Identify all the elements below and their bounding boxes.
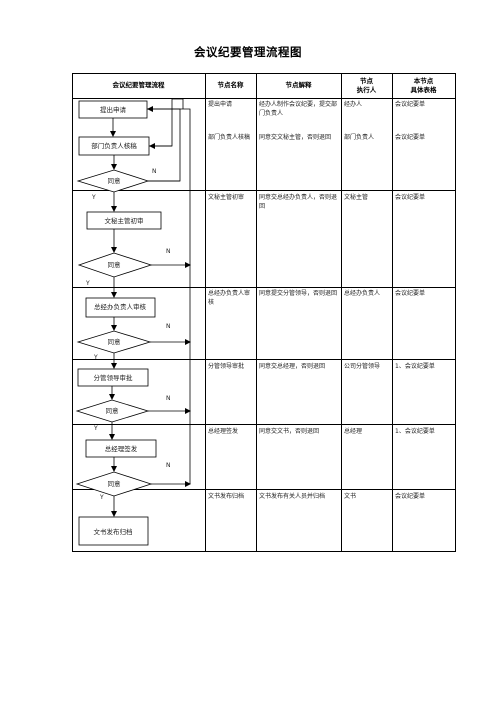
yes-label-3: Y (93, 354, 98, 361)
yes-label-1: Y (91, 194, 96, 201)
column-divider (205, 73, 206, 551)
table-border-left (72, 73, 73, 551)
header-executor-line2: 执行人 (356, 85, 377, 94)
row5-form: 1、会议纪要单 (395, 363, 435, 370)
row1-desc: 经办人制作会议纪要，提交部门负责人 (259, 101, 338, 117)
yes-label-2: Y (85, 280, 90, 287)
table-border-bottom (72, 551, 456, 552)
flow-box-publish (78, 516, 149, 546)
row-divider (72, 359, 456, 360)
flow-box-leader-approve (77, 368, 149, 387)
header-flow: 会议纪要管理流程 (112, 81, 165, 89)
header-executor-line1: 节点 (360, 76, 373, 85)
flow-label-publish: 文书发布归档 (94, 527, 133, 536)
row-divider (72, 287, 456, 288)
row1-node: 提出申请 (208, 101, 233, 108)
row2-node: 部门负责人核稿 (208, 134, 251, 141)
row3-form: 会议纪要单 (395, 194, 426, 201)
row7-executor: 文书 (344, 493, 357, 500)
row2-desc: 同意交文秘主管，否则退回 (259, 134, 332, 141)
row4-executor: 总经办负责人 (344, 290, 381, 297)
decision-label-4: 同意 (106, 406, 120, 415)
decision-label-1: 同意 (108, 176, 122, 185)
row2-form: 会议纪要单 (395, 134, 426, 141)
row-divider (72, 424, 456, 425)
row5-executor: 公司分管领导 (344, 363, 381, 370)
column-divider (392, 73, 393, 551)
decision-label-5: 同意 (108, 479, 122, 488)
row2-executor: 部门负责人 (344, 134, 375, 141)
row7-form: 会议纪要单 (395, 493, 426, 500)
row3-desc: 同意交总经办负责人，否则退回 (259, 194, 338, 210)
header-node-desc: 节点解释 (285, 81, 312, 89)
page-title: 会议纪要管理流程图 (194, 45, 302, 59)
flow-box-gm-sign (85, 439, 157, 458)
row7-desc: 文书发布有关人员并归档 (259, 493, 326, 500)
row4-node: 总经办负责人审核 (208, 290, 251, 306)
no-label-3: N (166, 323, 171, 330)
table-border-right (455, 73, 456, 551)
no-label-1: N (152, 168, 157, 175)
yes-label-4: Y (93, 425, 98, 432)
no-label-4: N (166, 395, 171, 402)
row5-node: 分管领导审批 (208, 363, 245, 370)
row-divider (72, 190, 456, 191)
header-divider (72, 98, 456, 99)
column-divider (256, 73, 257, 551)
header-form-line1: 本节点 (413, 76, 434, 85)
flow-label-gm-sign: 总经理签发 (105, 444, 138, 453)
row7-node: 文书发布归档 (208, 493, 245, 500)
column-divider (341, 73, 342, 551)
no-label-2: N (166, 248, 171, 255)
flow-label-leader-approve: 分管领导审批 (94, 373, 134, 382)
row-divider (72, 489, 456, 490)
header-form: 本节点具体表格 (392, 73, 455, 98)
decision-label-3: 同意 (108, 337, 122, 346)
row1-executor: 经办人 (344, 101, 363, 108)
no-label-5: N (166, 462, 171, 469)
flow-label-office-review: 总经办负责人审核 (94, 302, 147, 311)
row6-form: 1、会议纪要单 (395, 428, 435, 435)
flow-label-apply: 提出申请 (100, 105, 127, 114)
row1-form: 会议纪要单 (395, 101, 426, 108)
row4-form: 会议纪要单 (395, 290, 426, 297)
flowchart: 提出申请 部门负责人核稿 文秘主管初审 总经办负责人审核 分管领导审批 总经理签… (75, 98, 191, 546)
row3-node: 文秘主管初审 (208, 194, 245, 201)
yes-label-5: Y (99, 494, 104, 501)
row4-desc: 同意提交分管领导，否则退回 (259, 290, 338, 297)
decision-label-2: 同意 (108, 260, 122, 269)
flow-label-dept-review: 部门负责人核稿 (91, 141, 137, 150)
row5-desc: 同意交总经理，否则退回 (259, 363, 326, 370)
header-node-name: 节点名称 (217, 81, 244, 89)
row6-desc: 同意交文书，否则退回 (259, 428, 320, 435)
header-form-line2: 具体表格 (410, 85, 437, 94)
flow-box-secretary-review (86, 211, 162, 230)
table-border-top (72, 73, 456, 74)
header-executor: 节点执行人 (341, 73, 392, 98)
row6-executor: 总经理 (344, 428, 363, 435)
flow-box-office-review (85, 297, 156, 318)
row6-node: 总经理签发 (208, 428, 239, 435)
flow-label-secretary-review: 文秘主管初审 (105, 216, 144, 225)
process-table: 会议纪要管理流程 节点名称 节点解释 节点执行人 本节点具体表格 提出申请 经办… (72, 73, 456, 552)
row3-executor: 文秘主管 (344, 194, 369, 201)
